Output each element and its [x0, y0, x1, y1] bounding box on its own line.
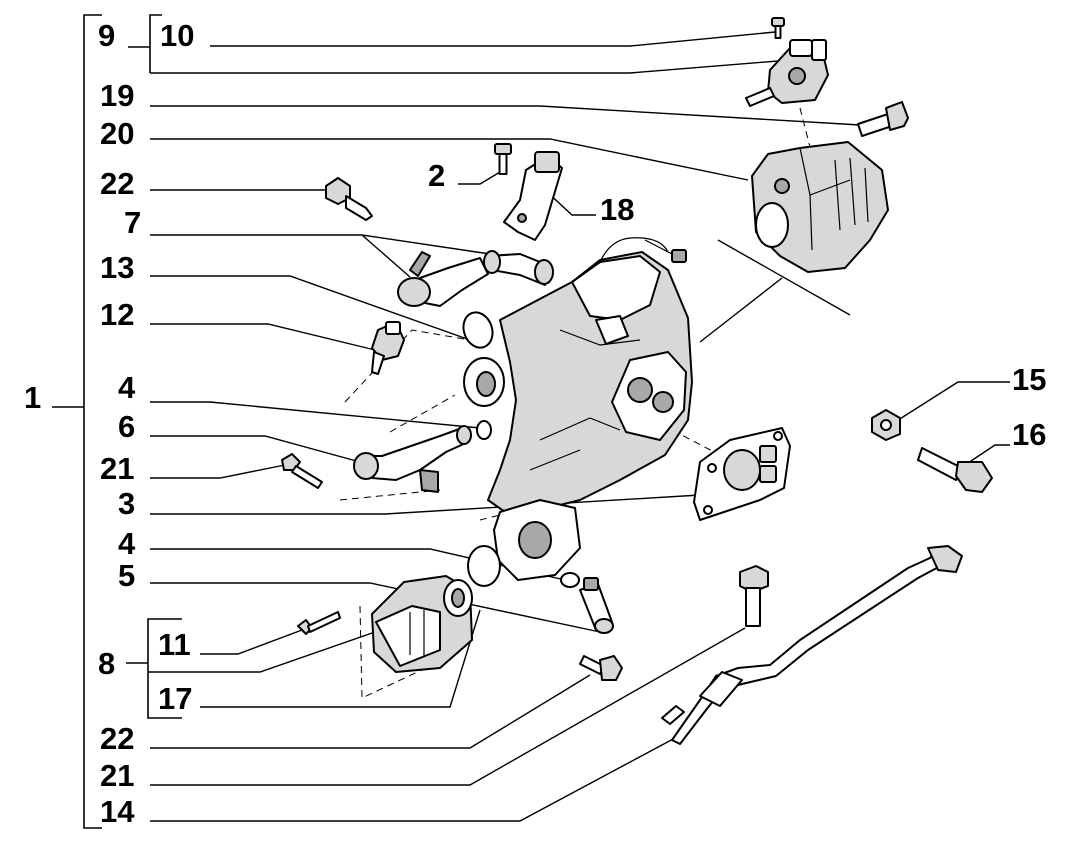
o-ring-part-4-bottom — [560, 572, 580, 588]
solenoid-valve-part-9 — [745, 39, 829, 107]
callout-22-bottom: 22 — [100, 721, 134, 756]
leader-4-top — [150, 401, 481, 429]
gasket-part-3 — [693, 427, 791, 521]
nut-part-15 — [871, 409, 901, 441]
callout-1: 1 — [24, 380, 41, 415]
bolt-part-22-bottom — [579, 655, 623, 681]
screw-part-10 — [771, 17, 785, 39]
callout-16: 16 — [1012, 417, 1046, 452]
hose-fitting-part-7 — [397, 250, 554, 307]
callout-2: 2 — [428, 158, 445, 193]
bolt-part-19 — [857, 101, 909, 137]
callout-11: 11 — [158, 627, 191, 662]
bolt-part-21-top — [281, 453, 323, 489]
leader-19 — [150, 105, 861, 126]
callout-22-top: 22 — [100, 166, 134, 201]
pipe-assembly-part-14 — [661, 545, 963, 745]
leader-22-bottom — [150, 674, 591, 749]
leader-10 — [210, 31, 776, 47]
group-bracket-9 — [128, 14, 162, 73]
callout-21-top: 21 — [100, 451, 134, 486]
leader-14 — [150, 737, 676, 822]
leader-6 — [150, 435, 361, 463]
callout-4-top: 4 — [118, 370, 136, 405]
callout-17: 17 — [158, 681, 192, 716]
leader-21-bottom — [150, 627, 746, 786]
leader-20 — [150, 138, 749, 181]
callout-13: 13 — [100, 250, 134, 285]
callout-18: 18 — [600, 192, 634, 227]
screw-part-2 — [494, 143, 512, 175]
group-bracket-8 — [126, 618, 182, 719]
bolt-part-21-bottom — [739, 565, 769, 627]
callout-3: 3 — [118, 486, 135, 521]
tube-fitting-part-5 — [579, 577, 614, 634]
leader-12 — [150, 323, 376, 351]
leader-20-box — [699, 239, 851, 343]
pipe-fitting-part-6 — [353, 425, 472, 493]
o-ring-part-17 — [467, 545, 501, 587]
callout-7: 7 — [124, 205, 141, 240]
leader-15 — [894, 381, 1010, 423]
callout-5: 5 — [118, 558, 135, 593]
leader-3 — [150, 494, 701, 515]
callout-21-bottom: 21 — [100, 758, 134, 793]
leader-13 — [150, 275, 471, 341]
group-bracket-1 — [52, 14, 102, 829]
assembly-dashed-lines — [339, 107, 813, 699]
callout-19: 19 — [100, 78, 134, 113]
leader-16 — [964, 444, 1010, 466]
callout-15: 15 — [1012, 362, 1046, 397]
o-ring-part-13 — [462, 311, 494, 349]
callout-4-bottom: 4 — [118, 526, 136, 561]
leader-21-top — [150, 464, 286, 479]
actuator-housing-part-20 — [751, 141, 889, 273]
sensor-part-12 — [371, 321, 405, 375]
bracket-part-18 — [503, 151, 563, 241]
main-housing-body — [463, 237, 693, 581]
callout-10: 10 — [160, 18, 194, 53]
callout-6: 6 — [118, 409, 135, 444]
egr-valve-part-8 — [371, 575, 473, 673]
leader-7 — [150, 234, 491, 278]
leader-2 — [458, 171, 501, 185]
o-ring-part-4-top — [476, 420, 492, 440]
leader-5 — [150, 582, 601, 633]
callout-20: 20 — [100, 116, 134, 151]
bolt-part-16 — [917, 447, 993, 493]
leader-11 — [200, 629, 303, 655]
callout-12: 12 — [100, 297, 134, 332]
callout-9: 9 — [98, 18, 115, 53]
screw-part-11 — [297, 611, 341, 635]
callout-8: 8 — [98, 646, 115, 681]
leader-8 — [148, 631, 376, 673]
callout-14: 14 — [100, 794, 135, 829]
leader-9 — [150, 59, 791, 74]
leader-18 — [544, 189, 596, 216]
bolt-part-22-top — [325, 177, 373, 221]
